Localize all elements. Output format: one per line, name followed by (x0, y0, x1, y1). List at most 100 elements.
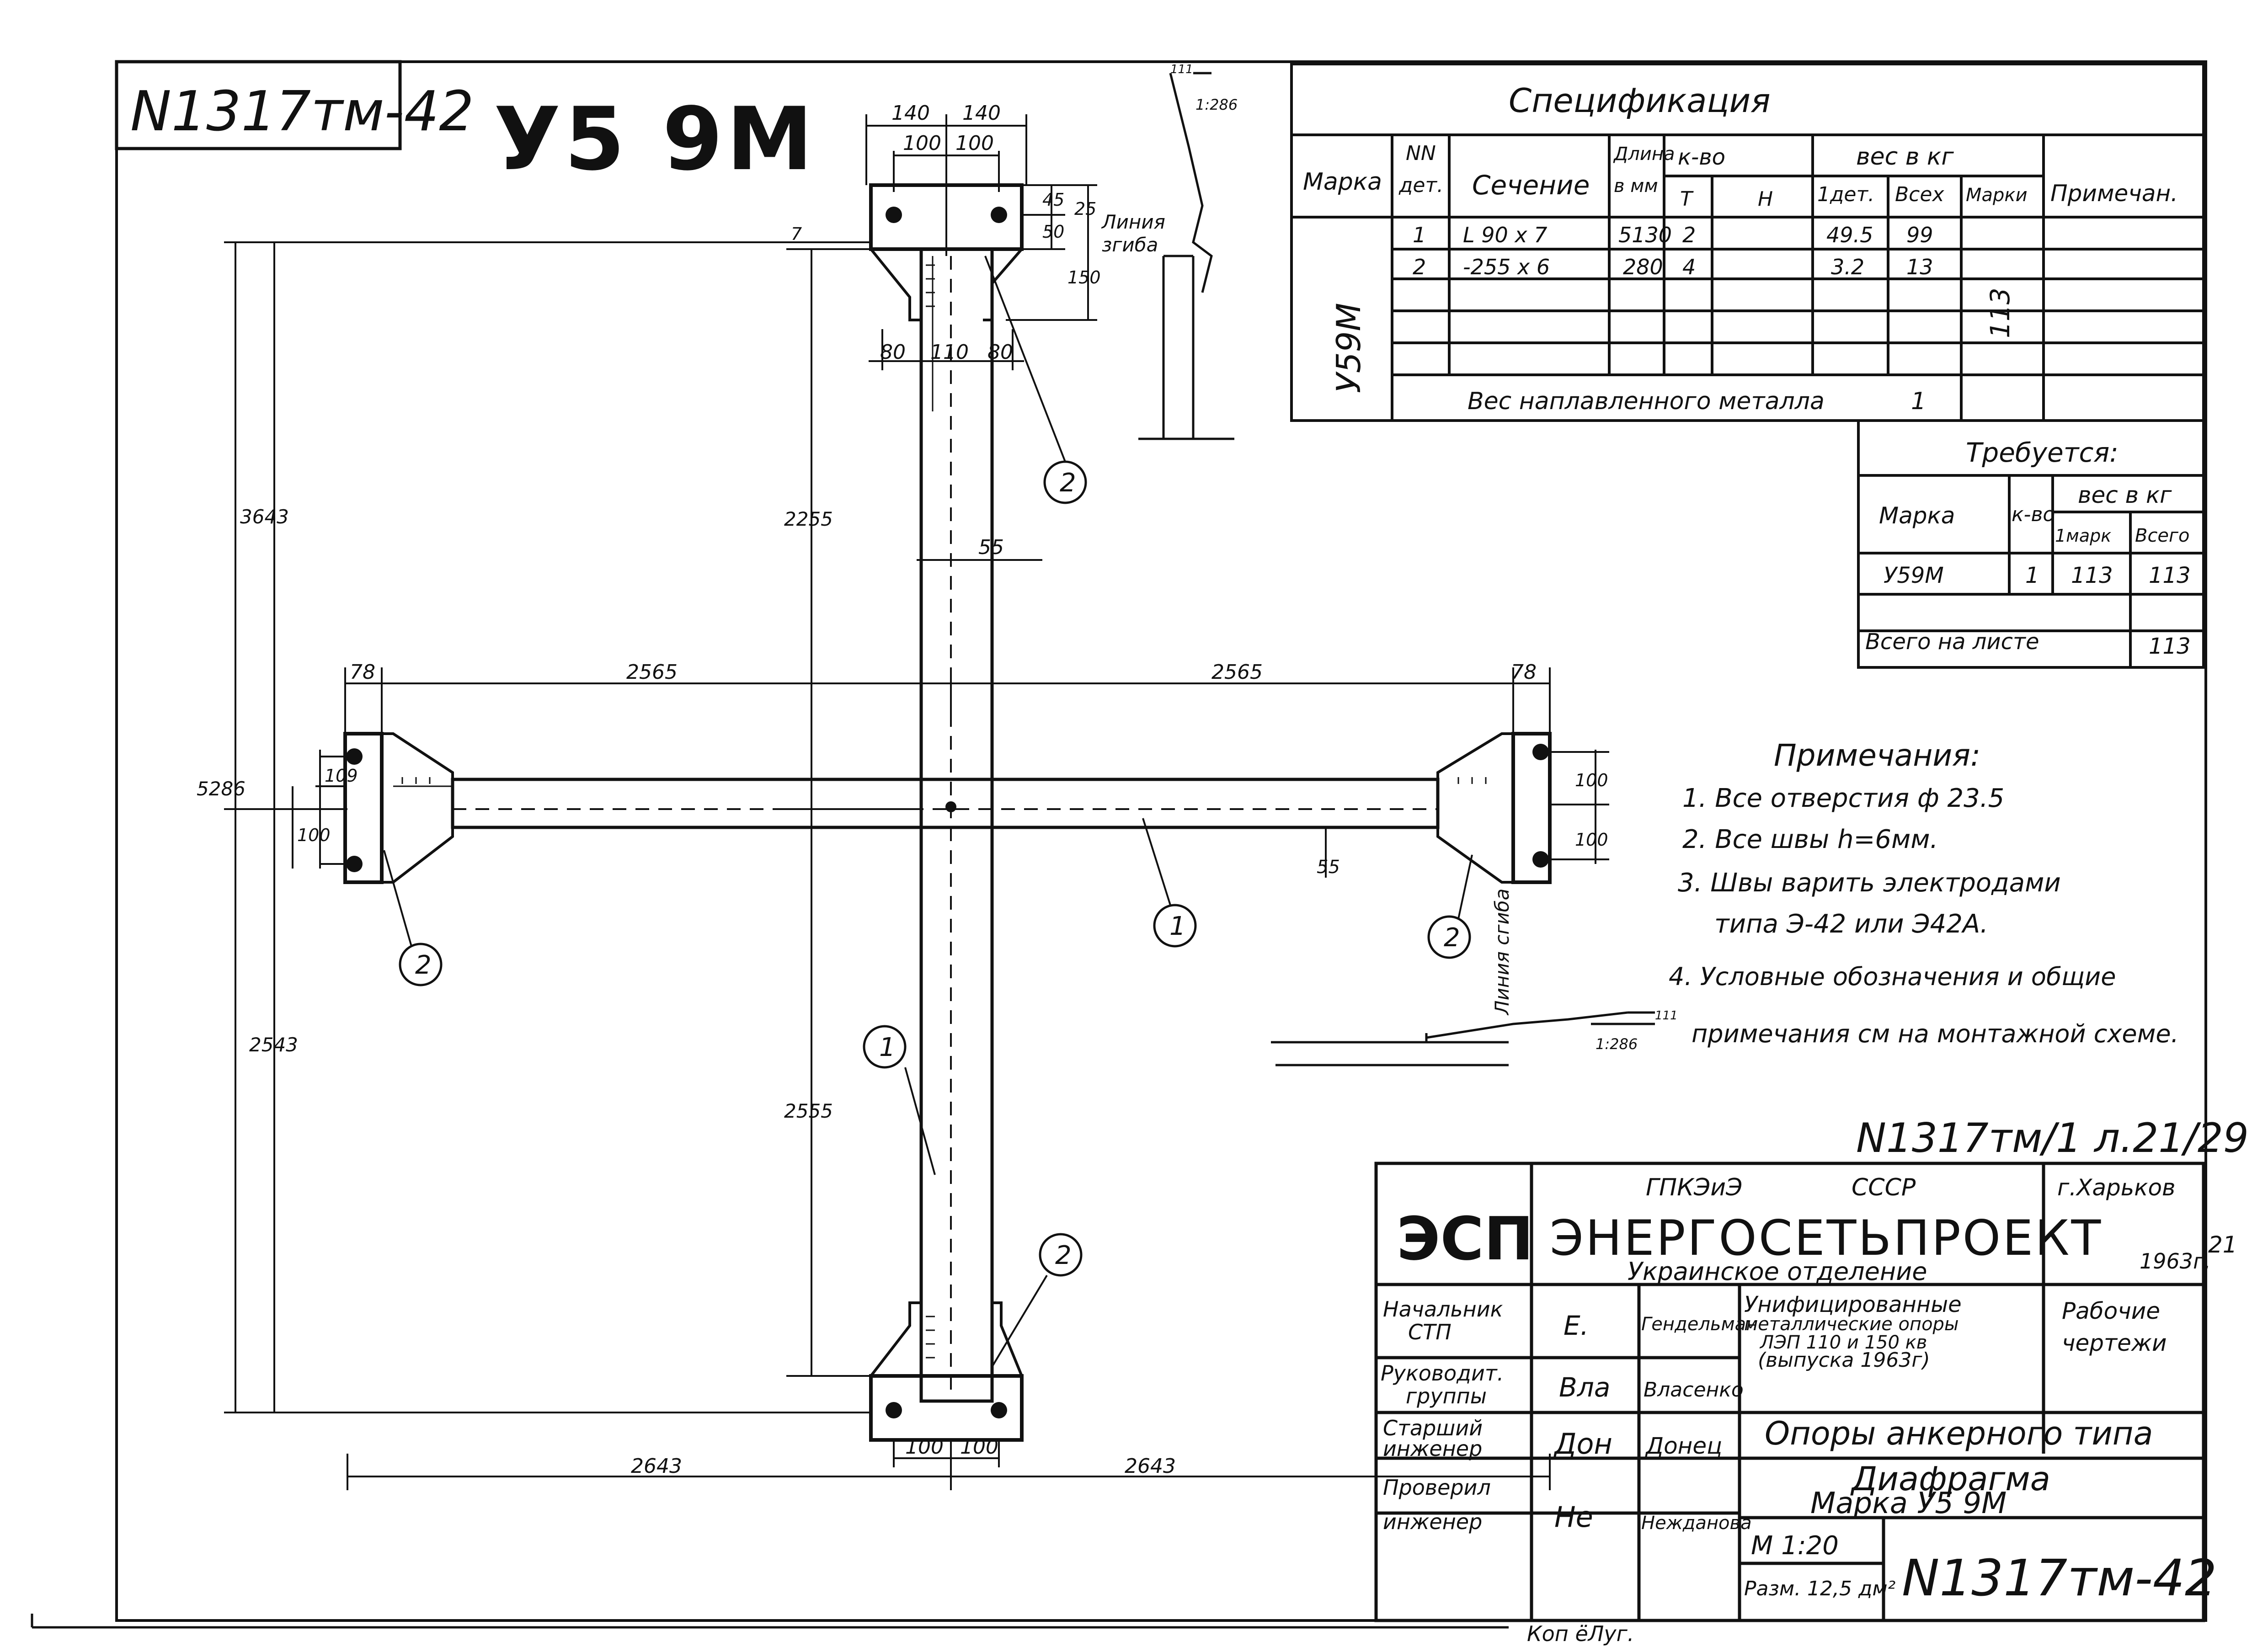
dim-text: 25 (1074, 199, 1096, 219)
spec-row2-t: 4 (1682, 255, 1696, 279)
spec-title: Спецификация (1509, 81, 1771, 120)
person-name: Власенко (1644, 1378, 1744, 1402)
spec-row1-t: 2 (1682, 223, 1696, 247)
spec-row2-w-all: 13 (1906, 255, 1933, 279)
callout-number: 2 (1060, 468, 1076, 498)
person-sign: Вла (1559, 1372, 1610, 1403)
note-line: 4. Условные обозначения и общие (1669, 962, 2116, 991)
doc-number-box (115, 60, 402, 150)
title-block-text: ЭСП ГПКЭиЭ СССР ЭНЕРГОСЕТЬПРОЕКТ Украинс… (1381, 1174, 2237, 1607)
spec-row1-length: 5130 (1618, 223, 1672, 247)
person-role: Начальник (1383, 1297, 1503, 1322)
dim-text: 5286 (197, 778, 245, 800)
dim-text: 109 (325, 766, 358, 786)
dim-text: 45 (1042, 190, 1064, 210)
dim-text: 140 (962, 101, 1001, 125)
dim-text: 2643 (1125, 1455, 1176, 1478)
supports-type: Опоры анкерного типа (1765, 1415, 2153, 1452)
bolt-hole (346, 748, 363, 765)
required-header-mark: Марка (1879, 502, 1955, 529)
city: г.Харьков (2057, 1174, 2176, 1201)
bottom-gusset-plate (869, 1374, 1024, 1442)
size: Разм. 12,5 дм² (1744, 1577, 1895, 1600)
org-top: ГПКЭиЭ (1646, 1174, 1742, 1201)
person-sign: Не (1554, 1500, 1593, 1534)
unified-line: ЛЭП 110 и 150 кв (1759, 1332, 1927, 1353)
callout-number: 1 (1169, 911, 1186, 941)
sheet-total-value: 113 (2149, 634, 2191, 659)
spec-header-w-one: 1дет. (1817, 183, 1874, 206)
dim-text: 50 (1042, 222, 1064, 242)
spec-header-det1: NN (1406, 142, 1436, 165)
spec-header-weight: вес в кг (1856, 143, 1954, 171)
note-line: 1. Все отверстия ф 23.5 (1682, 784, 2004, 813)
copied-stamp: Коп ёЛуг. (1527, 1621, 1634, 1646)
spec-row2-section: -255 x 6 (1463, 255, 1550, 279)
diaphragm-drawing (343, 183, 1552, 1442)
dim-text: 140 (891, 101, 930, 125)
required-header-one: 1марк (2055, 526, 2111, 546)
note-line: примечания см на монтажной схеме. (1692, 1019, 2179, 1048)
dim-text: 80 (880, 341, 906, 364)
dim-text: 111 (1170, 63, 1193, 76)
callout-leaders (383, 256, 1473, 1368)
margin-mark: 21 (2208, 1231, 2237, 1258)
bolt-hole (346, 856, 363, 872)
bend-detail-top (1138, 72, 1234, 440)
dim-text: 150 (1067, 267, 1101, 288)
required-row-mark: У59М (1884, 563, 1944, 588)
bend-detail-right (1271, 1011, 1655, 1066)
person-sign: Е. (1564, 1310, 1589, 1341)
bend-line-label: згиба (1102, 234, 1158, 256)
person-role: Проверил (1383, 1475, 1491, 1500)
dim-text: 2565 (626, 661, 678, 684)
sheet-total-label: Всего на листе (1865, 629, 2039, 655)
unified-line: металлические опоры (1744, 1314, 1959, 1335)
spec-header-w-all: Всех (1895, 183, 1944, 206)
spec-header-n: Н (1758, 187, 1773, 211)
bend-line-label: Линия (1101, 211, 1165, 233)
working-drawings: Рабочие (2062, 1298, 2160, 1324)
bolt-hole (1532, 851, 1549, 868)
year: 1963г. (2140, 1249, 2211, 1274)
required-title: Требуется: (1966, 437, 2119, 468)
spec-row1-det: 1 (1413, 223, 1426, 247)
dim-text: 100 (297, 825, 331, 845)
callout-number: 2 (1444, 923, 1460, 953)
person-name: Нежданова (1641, 1513, 1752, 1534)
dimension-texts: 140 140 100 100 50 45 25 150 7 80 110 80… (197, 63, 1678, 1478)
dim-text: 2255 (784, 508, 833, 530)
dim-text: 3643 (240, 506, 289, 528)
dim-text: 78 (1511, 661, 1537, 684)
notes: Примечания: 1. Все отверстия ф 23.5 2. В… (1669, 738, 2179, 1048)
spec-deposited-label: Вес наплавленного металла (1468, 388, 1825, 415)
sheet-reference: N1317тм/1 л.21/29 (1856, 1114, 2249, 1162)
callout-circle (1153, 904, 1197, 948)
spec-header-det2: дет. (1398, 174, 1443, 197)
person-sign: Дон (1553, 1427, 1612, 1460)
spec-header-w-mark: Марки (1966, 185, 2028, 206)
mark-line: Марка У5 9М (1810, 1487, 2007, 1520)
callout-number: 2 (1055, 1241, 1072, 1270)
required-table (1857, 419, 2205, 669)
dim-text: 2643 (631, 1455, 682, 1478)
mark-big: У5 9М (494, 89, 816, 190)
person-role: Руководит. (1381, 1361, 1504, 1386)
dim-text: 111 (1655, 1009, 1678, 1023)
spec-header-t: Т (1680, 187, 1694, 211)
callouts (399, 460, 1471, 1277)
required-table-text: Требуется: Марка к-во вес в кг 1марк Все… (1865, 437, 2191, 659)
bolt-hole (991, 1402, 1007, 1418)
required-header-total: Всего (2135, 525, 2190, 546)
sheet-frame (115, 60, 2207, 1622)
person-role: инженер (1383, 1509, 1482, 1534)
dim-text: 100 (903, 132, 941, 155)
horizontal-angle-member (451, 778, 1440, 829)
esp-logo: ЭСП (1397, 1204, 1534, 1274)
vertical-angle-member (919, 247, 994, 1403)
required-header-qty: к-во (2012, 503, 2055, 526)
spec-deposited-value: 1 (1911, 388, 1926, 415)
org-name: ЭНЕРГОСЕТЬПРОЕКТ (1550, 1210, 2103, 1266)
spec-row2-w-one: 3.2 (1831, 255, 1864, 279)
unified-line: (выпуска 1963г) (1758, 1349, 1930, 1372)
